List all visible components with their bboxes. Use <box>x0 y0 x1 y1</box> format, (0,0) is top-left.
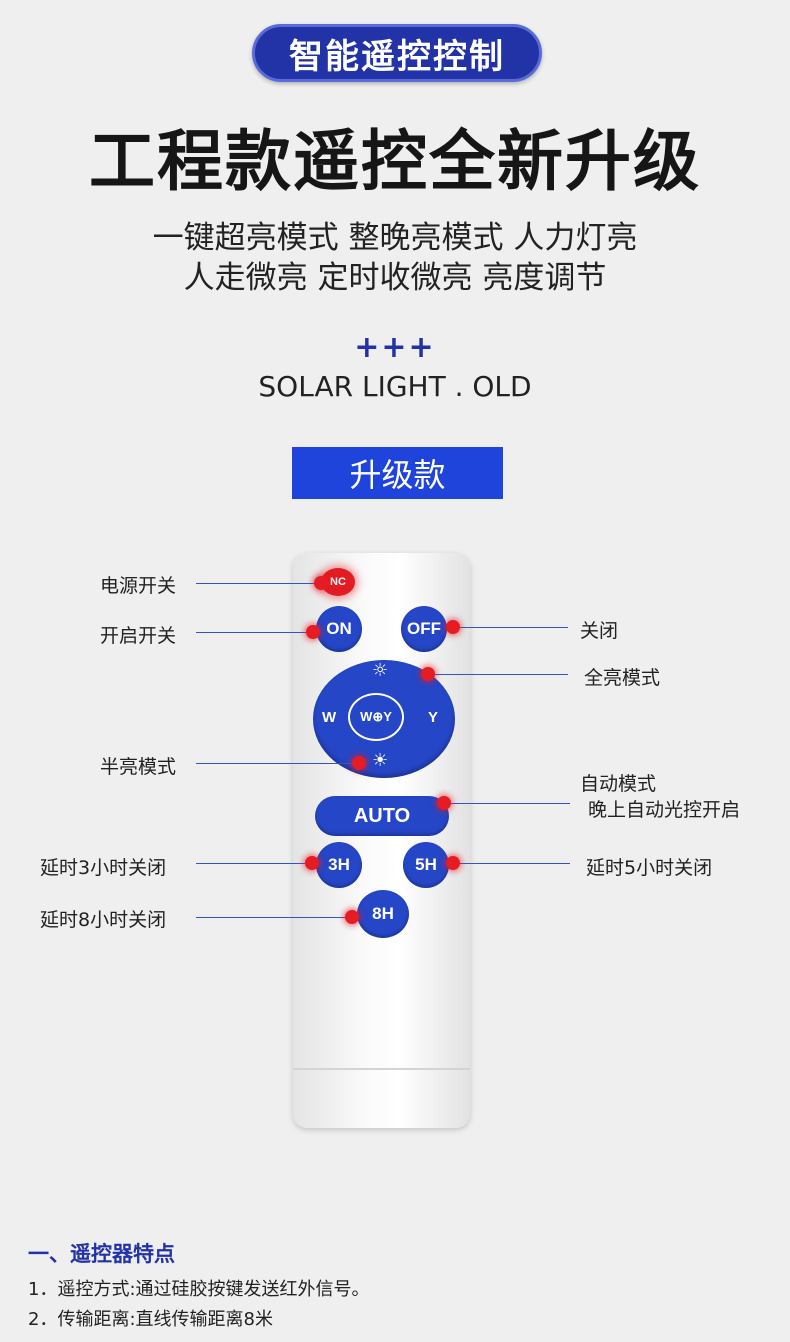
remote-control-body <box>293 553 470 1128</box>
power-switch-label: 电源开关 <box>100 575 177 597</box>
5h-timer-button[interactable]: 5H <box>403 842 449 888</box>
upgrade-badge: 升级款 <box>292 447 503 499</box>
full-bright-indicator-dot <box>421 667 435 681</box>
remote-battery-seam <box>293 1068 470 1070</box>
full-bright-callout-line <box>430 674 568 675</box>
5h-timer-label: 延时5小时关闭 <box>586 857 713 879</box>
feature-line-1: 一键超亮模式 整晚亮模式 人力灯亮 <box>152 220 638 256</box>
3h-indicator-dot <box>305 856 319 870</box>
on-switch-label: 开启开关 <box>100 625 177 647</box>
8h-callout-line <box>196 917 352 918</box>
y-button[interactable]: Y <box>428 709 439 726</box>
on-indicator-dot <box>306 625 320 639</box>
3h-timer-button[interactable]: 3H <box>316 842 362 888</box>
auto-button[interactable]: AUTO <box>315 796 449 836</box>
off-label: 关闭 <box>580 620 619 642</box>
feature-item-2: 2．传输距离:直线传输距离8米 <box>28 1309 273 1330</box>
feature-line-2: 人走微亮 定时收微亮 亮度调节 <box>183 260 607 296</box>
plus-symbols: +++ <box>354 330 436 365</box>
5h-indicator-dot <box>446 856 460 870</box>
8h-timer-button[interactable]: 8H <box>357 890 409 938</box>
half-bright-sun-icon[interactable]: ☀ <box>372 750 389 771</box>
power-callout-line <box>196 583 318 584</box>
3h-callout-line <box>196 863 312 864</box>
solar-light-label: SOLAR LIGHT . OLD <box>258 370 532 403</box>
half-bright-indicator-dot <box>352 756 366 770</box>
half-bright-callout-line <box>196 763 356 764</box>
off-indicator-dot <box>446 620 460 634</box>
full-bright-label: 全亮模式 <box>584 667 661 689</box>
8h-indicator-dot <box>345 910 359 924</box>
auto-mode-description: 晚上自动光控开启 <box>588 799 741 821</box>
feature-item-1: 1．遥控方式:通过硅胶按键发送红外信号。 <box>28 1279 370 1300</box>
w-button[interactable]: W <box>322 709 337 726</box>
auto-mode-label: 自动模式 <box>580 773 657 795</box>
top-title-pill: 智能遥控控制 <box>252 24 542 82</box>
off-callout-line <box>454 627 568 628</box>
3h-timer-label: 延时3小时关闭 <box>40 857 167 879</box>
plus-decoration: +++ <box>0 330 790 365</box>
8h-timer-label: 延时8小时关闭 <box>40 909 167 931</box>
features-title: 一、遥控器特点 <box>28 1242 175 1266</box>
off-button[interactable]: OFF <box>401 606 447 652</box>
power-indicator-dot <box>314 576 328 590</box>
auto-callout-line <box>446 803 570 804</box>
on-button[interactable]: ON <box>316 606 362 652</box>
on-callout-line <box>196 632 314 633</box>
half-bright-label: 半亮模式 <box>100 756 177 778</box>
auto-indicator-dot <box>437 796 451 810</box>
headline: 工程款遥控全新升级 <box>89 123 701 200</box>
wy-center-button[interactable]: W⊕Y <box>348 693 404 741</box>
full-bright-sun-icon[interactable]: ☼ <box>372 660 389 681</box>
5h-callout-line <box>454 863 570 864</box>
